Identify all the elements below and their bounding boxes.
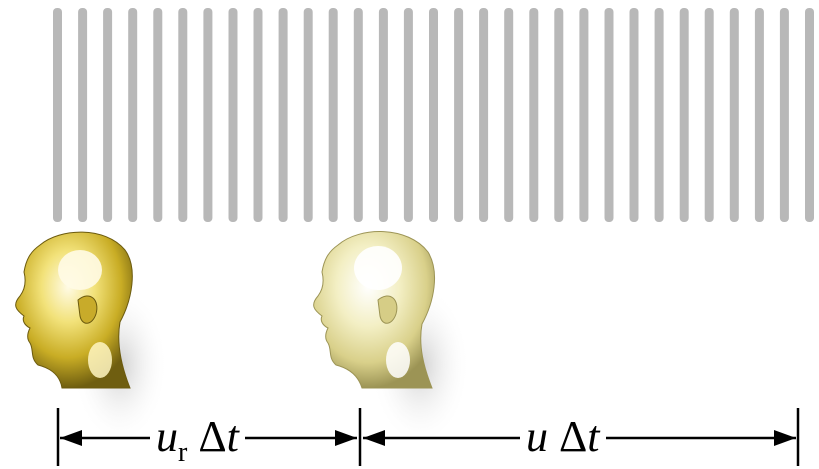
wavefront-bar — [178, 8, 188, 222]
head-faded — [313, 231, 470, 447]
wavefront-bar — [579, 8, 589, 222]
var-u: u — [526, 412, 548, 461]
wavefront-bar — [203, 8, 213, 222]
wavefront-bar — [278, 8, 288, 222]
wavefront-bar — [454, 8, 464, 222]
label-ur-delta-t: ur Δt — [150, 415, 245, 467]
wavefront-bars — [53, 8, 814, 222]
wavefront-bar — [629, 8, 639, 222]
arrowhead-left-end — [335, 430, 357, 446]
var-t: t — [587, 412, 600, 461]
wavefront-bar — [729, 8, 739, 222]
wavefront-bar — [53, 8, 62, 222]
ear — [377, 295, 398, 324]
head-bright — [15, 231, 168, 445]
subscript-r: r — [178, 437, 188, 468]
wavefront-bar — [253, 8, 263, 222]
var-u: u — [156, 412, 178, 461]
wavefront-bar — [228, 8, 238, 222]
wavefront-bar — [805, 8, 814, 222]
wavefront-bar — [303, 8, 313, 222]
wavefront-bar — [604, 8, 614, 222]
label-u-delta-t: u Δt — [520, 415, 606, 459]
arrowhead-right-start — [363, 430, 385, 446]
delta-symbol: Δ — [559, 412, 588, 461]
wavefront-bar — [328, 8, 338, 222]
arrowhead-right-end — [774, 430, 796, 446]
arrowhead-left-start — [60, 430, 82, 446]
wavefront-bar — [479, 8, 489, 222]
wavefront-bar — [128, 8, 138, 222]
wavefront-bar — [529, 8, 539, 222]
wavefront-bar — [429, 8, 438, 222]
wavefront-bar — [679, 8, 689, 222]
wavefront-bar — [554, 8, 564, 222]
wavefront-bar — [654, 8, 664, 222]
delta-symbol: Δ — [198, 412, 227, 461]
var-t: t — [226, 412, 239, 461]
wavefront-bar — [103, 8, 113, 222]
wavefront-bar — [353, 8, 363, 222]
wavefront-bar — [704, 8, 714, 222]
wavefront-bar — [779, 8, 789, 222]
ear — [77, 295, 98, 324]
wavefront-bar — [78, 8, 88, 222]
wavefront-bar — [153, 8, 163, 222]
wavefront-bar — [403, 8, 413, 222]
wavefront-bar — [504, 8, 514, 222]
wavefront-bar — [754, 8, 764, 222]
wavefront-bar — [378, 8, 388, 222]
